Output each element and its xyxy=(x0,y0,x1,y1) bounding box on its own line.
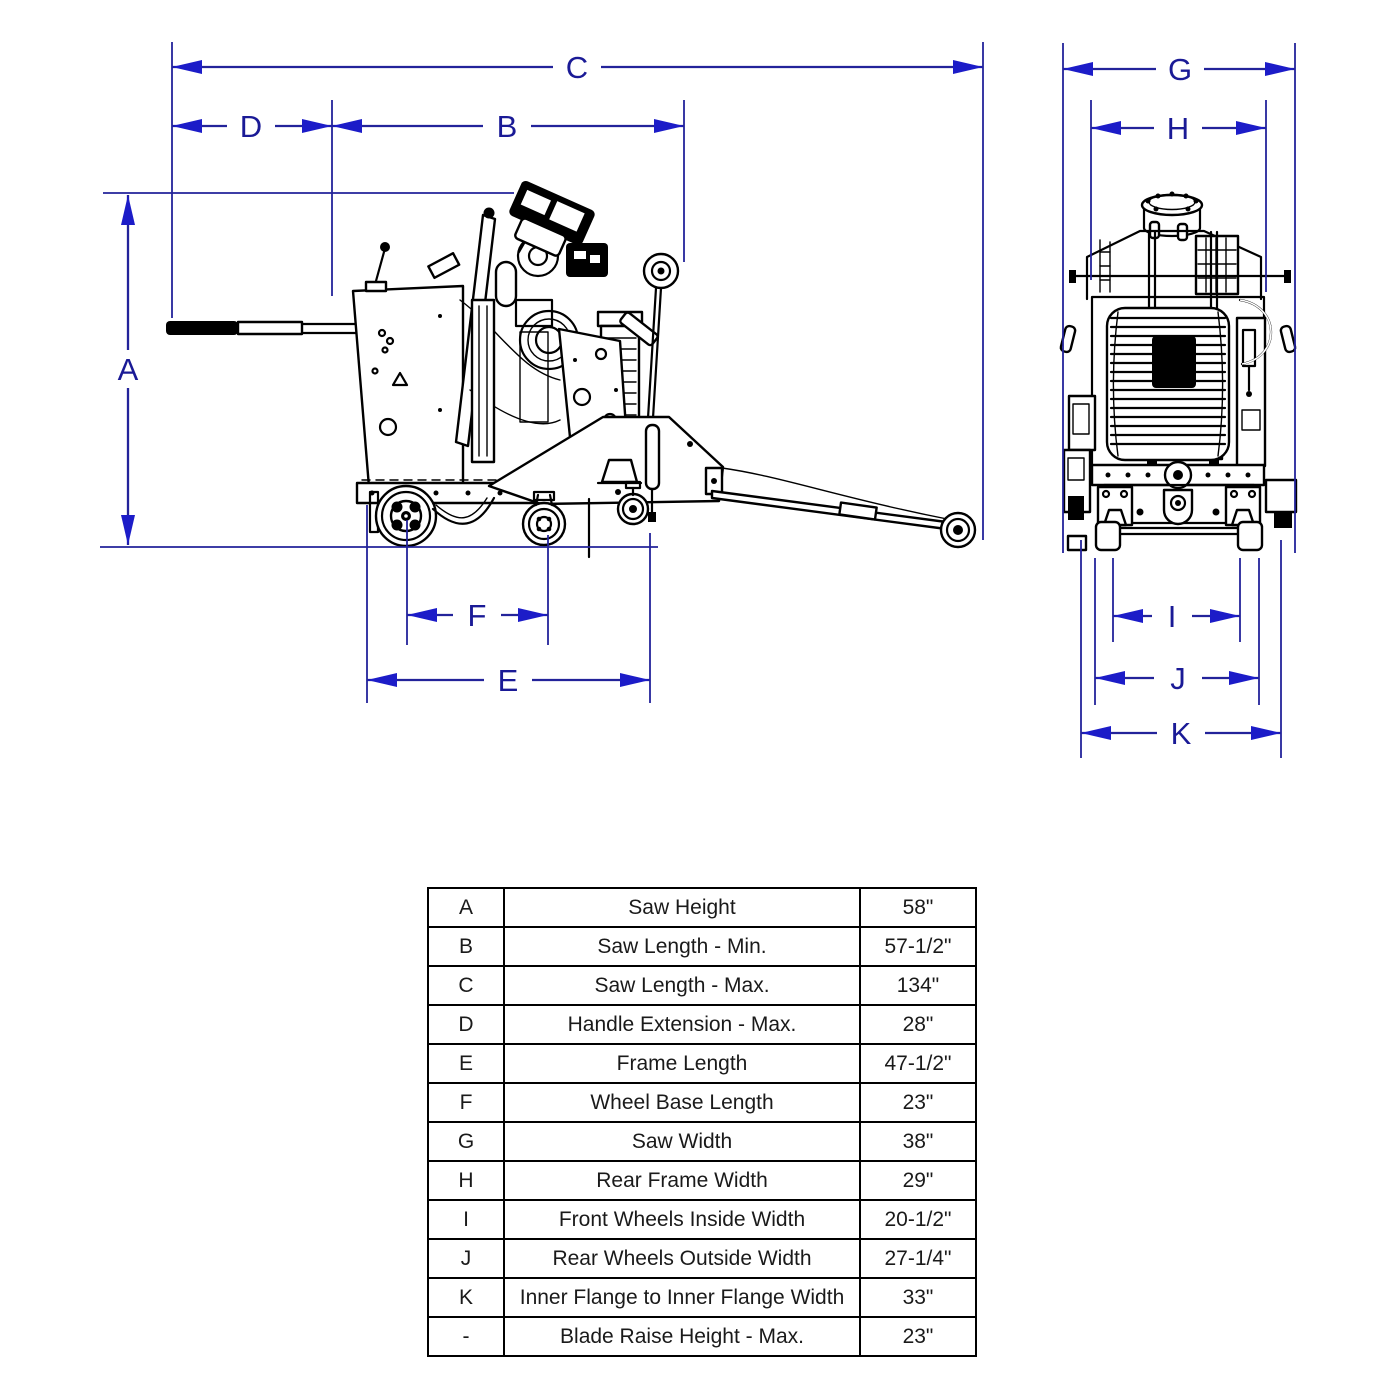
dim-value-cell: 29" xyxy=(859,1160,977,1201)
dim-value-cell: 27-1/4" xyxy=(859,1238,977,1279)
dimension-label-b: B xyxy=(497,109,518,144)
dimension-c: C xyxy=(172,50,983,85)
dimension-h: H xyxy=(1091,111,1266,146)
table-row: F Wheel Base Length 23" xyxy=(427,1082,977,1123)
dim-key-cell: K xyxy=(427,1277,505,1318)
table-row: A Saw Height 58" xyxy=(427,887,977,928)
dimensions-table: A Saw Height 58" B Saw Length - Min. 57-… xyxy=(427,887,977,1357)
saw-side-view-drawing xyxy=(166,180,977,559)
dimension-diagram: C D B A xyxy=(100,42,1298,758)
dim-value-cell: 28" xyxy=(859,1004,977,1045)
dimension-label-d: D xyxy=(240,109,262,144)
dim-value-cell: 134" xyxy=(859,965,977,1006)
dim-value-cell: 57-1/2" xyxy=(859,926,977,967)
saw-front-view-drawing xyxy=(1059,191,1298,552)
dim-key-cell: A xyxy=(427,887,505,928)
dimension-k: K xyxy=(1081,716,1281,751)
dim-value-cell: 20-1/2" xyxy=(859,1199,977,1240)
table-row: K Inner Flange to Inner Flange Width 33" xyxy=(427,1277,977,1318)
dimension-d: D xyxy=(172,109,332,144)
dim-value-cell: 23" xyxy=(859,1082,977,1123)
dimension-i: I xyxy=(1113,599,1240,634)
dim-key-cell: H xyxy=(427,1160,505,1201)
table-row: G Saw Width 38" xyxy=(427,1121,977,1162)
dim-key-cell: J xyxy=(427,1238,505,1279)
dim-value-cell: 38" xyxy=(859,1121,977,1162)
side-view-dimensions: C D B A xyxy=(100,42,984,703)
dim-desc-cell: Inner Flange to Inner Flange Width xyxy=(503,1277,861,1318)
dimension-label-k: K xyxy=(1171,716,1192,751)
table-row: I Front Wheels Inside Width 20-1/2" xyxy=(427,1199,977,1240)
table-row: B Saw Length - Min. 57-1/2" xyxy=(427,926,977,967)
dimension-label-f: F xyxy=(468,598,487,633)
table-row: J Rear Wheels Outside Width 27-1/4" xyxy=(427,1238,977,1279)
dimension-label-g: G xyxy=(1168,52,1192,87)
dimension-b: B xyxy=(332,109,684,144)
dim-key-cell: D xyxy=(427,1004,505,1045)
dim-desc-cell: Saw Height xyxy=(503,887,861,928)
dim-value-cell: 47-1/2" xyxy=(859,1043,977,1084)
dim-desc-cell: Frame Length xyxy=(503,1043,861,1084)
dim-desc-cell: Rear Wheels Outside Width xyxy=(503,1238,861,1279)
dim-desc-cell: Saw Width xyxy=(503,1121,861,1162)
dim-desc-cell: Blade Raise Height - Max. xyxy=(503,1316,861,1357)
dim-desc-cell: Front Wheels Inside Width xyxy=(503,1199,861,1240)
dim-desc-cell: Saw Length - Min. xyxy=(503,926,861,967)
dim-value-cell: 33" xyxy=(859,1277,977,1318)
dimension-j: J xyxy=(1095,661,1259,696)
dimension-f: F xyxy=(407,598,548,633)
table-row: C Saw Length - Max. 134" xyxy=(427,965,977,1006)
dim-value-cell: 58" xyxy=(859,887,977,928)
table-row: D Handle Extension - Max. 28" xyxy=(427,1004,977,1045)
dimension-label-h: H xyxy=(1167,111,1189,146)
dimension-g: G xyxy=(1063,52,1295,87)
dimension-a: A xyxy=(104,195,152,545)
front-view-dimensions: G H I J xyxy=(1062,43,1296,758)
table-row: - Blade Raise Height - Max. 23" xyxy=(427,1316,977,1357)
dimension-label-j: J xyxy=(1170,661,1186,696)
dim-value-cell: 23" xyxy=(859,1316,977,1357)
dimension-e: E xyxy=(367,663,650,698)
dim-key-cell: G xyxy=(427,1121,505,1162)
dim-desc-cell: Rear Frame Width xyxy=(503,1160,861,1201)
dim-desc-cell: Handle Extension - Max. xyxy=(503,1004,861,1045)
dim-key-cell: - xyxy=(427,1316,505,1357)
dim-key-cell: F xyxy=(427,1082,505,1123)
dim-key-cell: I xyxy=(427,1199,505,1240)
dimension-label-a: A xyxy=(118,352,139,387)
table-row: H Rear Frame Width 29" xyxy=(427,1160,977,1201)
dim-key-cell: E xyxy=(427,1043,505,1084)
dim-desc-cell: Saw Length - Max. xyxy=(503,965,861,1006)
table-row: E Frame Length 47-1/2" xyxy=(427,1043,977,1084)
dim-key-cell: B xyxy=(427,926,505,967)
dim-desc-cell: Wheel Base Length xyxy=(503,1082,861,1123)
dim-key-cell: C xyxy=(427,965,505,1006)
dimension-label-e: E xyxy=(498,663,519,698)
dimension-label-c: C xyxy=(566,50,588,85)
dimension-label-i: I xyxy=(1168,599,1177,634)
